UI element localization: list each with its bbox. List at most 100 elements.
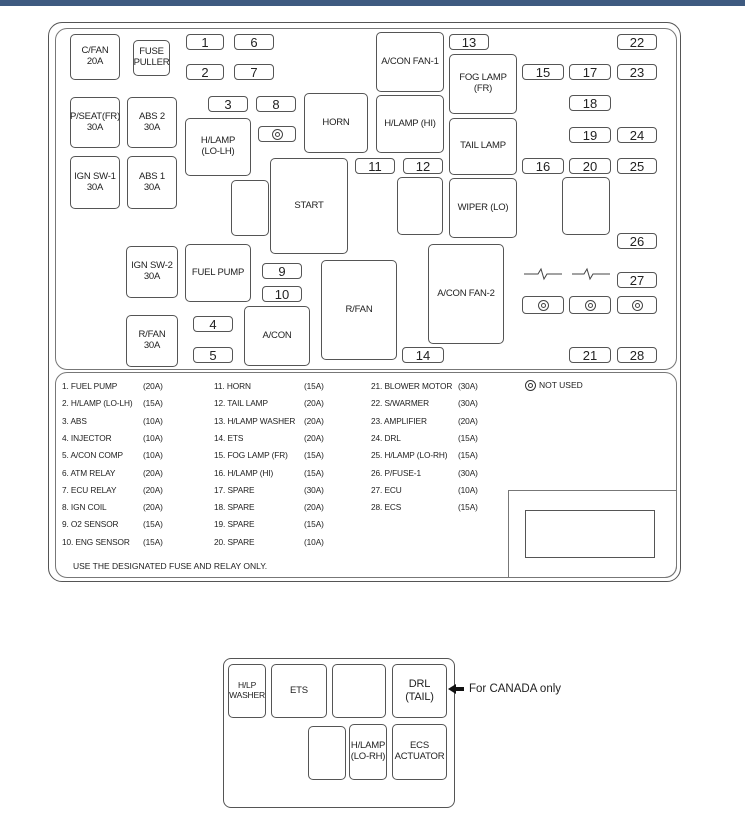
legend-fuse-name: 7. ECU RELAY bbox=[62, 484, 117, 495]
empty-slot-left bbox=[231, 180, 269, 236]
legend-fuse-name: 23. AMPLIFIER bbox=[371, 415, 427, 426]
spare-fuse-icon-1 bbox=[524, 267, 562, 281]
relay-pseat: P/SEAT(FR) 30A bbox=[70, 97, 120, 148]
legend-fuse-amp: (10A) bbox=[143, 450, 163, 461]
fuse-26: 26 bbox=[617, 233, 657, 249]
legend-fuse-name: 14. ETS bbox=[214, 432, 244, 443]
fuse-16: 16 bbox=[522, 158, 564, 174]
relay-abs1: ABS 1 30A bbox=[127, 156, 177, 209]
fuse-24: 24 bbox=[617, 127, 657, 143]
fuse-8: 8 bbox=[256, 96, 296, 112]
top-border bbox=[0, 0, 745, 6]
legend-fuse-amp: (30A) bbox=[458, 381, 478, 391]
not-used-icon bbox=[525, 380, 536, 392]
label-plate bbox=[525, 510, 655, 558]
fuse-1: 1 bbox=[186, 34, 224, 50]
legend-fuse-name: 10. ENG SENSOR bbox=[62, 536, 130, 547]
legend-fuse-name: 3. ABS bbox=[62, 415, 87, 426]
legend-fuse-amp: (20A) bbox=[304, 398, 324, 409]
fuse-19: 19 bbox=[569, 127, 611, 143]
not-used-socket-4 bbox=[617, 296, 657, 314]
relay-hlamp-hi: H/LAMP (HI) bbox=[376, 95, 444, 153]
fuse-13: 13 bbox=[449, 34, 489, 50]
legend-fuse-amp: (10A) bbox=[304, 536, 324, 547]
legend-fuse-amp: (20A) bbox=[143, 381, 163, 391]
fuse-7: 7 bbox=[234, 64, 274, 80]
empty-slot-right bbox=[562, 177, 610, 235]
legend-fuse-amp: (15A) bbox=[458, 450, 478, 461]
legend-fuse-name: 27. ECU bbox=[371, 484, 402, 495]
legend-fuse-name: 21. BLOWER MOTOR bbox=[371, 381, 453, 391]
relay-abs2: ABS 2 30A bbox=[127, 97, 177, 148]
fuse-25: 25 bbox=[617, 158, 657, 174]
legend-fuse-amp: (15A) bbox=[143, 398, 163, 409]
legend-fuse-name: 20. SPARE bbox=[214, 536, 255, 547]
legend-fuse-name: 6. ATM RELAY bbox=[62, 467, 116, 478]
legend-fuse-name: 11. HORN bbox=[214, 381, 251, 391]
legend-fuse-name: 28. ECS bbox=[371, 502, 402, 513]
legend-fuse-amp: (30A) bbox=[458, 467, 478, 478]
fuse-11: 11 bbox=[355, 158, 395, 174]
legend-fuse-amp: (30A) bbox=[458, 398, 478, 409]
fuse-9: 9 bbox=[262, 263, 302, 279]
legend-fuse-amp: (20A) bbox=[143, 467, 163, 478]
relay-acon: A/CON bbox=[244, 306, 310, 366]
legend-footer: USE THE DESIGNATED FUSE AND RELAY ONLY. bbox=[73, 561, 268, 571]
fuse-21: 21 bbox=[569, 347, 611, 363]
legend-fuse-name: 1. FUEL PUMP bbox=[62, 381, 118, 391]
fuse-12: 12 bbox=[403, 158, 443, 174]
fuse-20: 20 bbox=[569, 158, 611, 174]
fuse-6: 6 bbox=[234, 34, 274, 50]
empty-slot-mid bbox=[397, 177, 443, 235]
relay-hlamp-lorh: H/LAMP (LO-RH) bbox=[349, 724, 387, 780]
fuse-28: 28 bbox=[617, 347, 657, 363]
fuse-4: 4 bbox=[193, 316, 233, 332]
arrow-left-icon bbox=[448, 684, 464, 694]
relay-aconfan1: A/CON FAN-1 bbox=[376, 32, 444, 92]
legend-fuse-name: 4. INJECTOR bbox=[62, 432, 112, 443]
relay-horn: HORN bbox=[304, 93, 368, 153]
legend-fuse-amp: (15A) bbox=[143, 536, 163, 547]
legend-fuse-amp: (15A) bbox=[143, 519, 163, 530]
legend-fuse-amp: (15A) bbox=[304, 519, 324, 530]
fuse-18: 18 bbox=[569, 95, 611, 111]
legend-fuse-name: 19. SPARE bbox=[214, 519, 255, 530]
legend-fuse-amp: (15A) bbox=[458, 432, 478, 443]
legend-fuse-amp: (10A) bbox=[143, 415, 163, 426]
empty-slot-canada-1 bbox=[332, 664, 386, 718]
fuse-5: 5 bbox=[193, 347, 233, 363]
canada-note: For CANADA only bbox=[469, 683, 562, 695]
legend-fuse-name: 9. O2 SENSOR bbox=[62, 519, 119, 530]
relay-cfan: C/FAN 20A bbox=[70, 34, 120, 80]
legend-fuse-amp: (20A) bbox=[304, 432, 324, 443]
relay-ignsw2: IGN SW-2 30A bbox=[126, 246, 178, 298]
legend-fuse-name: 8. IGN COIL bbox=[62, 502, 107, 513]
legend-fuse-name: 18. SPARE bbox=[214, 502, 255, 513]
fuse-3: 3 bbox=[208, 96, 248, 112]
legend-fuse-amp: (30A) bbox=[304, 484, 324, 495]
legend-fuse-amp: (15A) bbox=[458, 502, 478, 513]
legend-fuse-name: 25. H/LAMP (LO-RH) bbox=[371, 450, 448, 461]
relay-rfan: R/FAN bbox=[321, 260, 397, 360]
legend-fuse-amp: (20A) bbox=[304, 502, 324, 513]
legend-fuse-name: 2. H/LAMP (LO-LH) bbox=[62, 398, 133, 409]
fuse-22: 22 bbox=[617, 34, 657, 50]
legend-fuse-amp: (20A) bbox=[143, 502, 163, 513]
not-used-note: NOT USED bbox=[525, 380, 583, 392]
fuse-puller: FUSE PULLER bbox=[133, 40, 170, 76]
legend-fuse-amp: (20A) bbox=[143, 484, 163, 495]
legend-area bbox=[55, 372, 677, 578]
relay-drl: DRL (TAIL) bbox=[392, 664, 447, 718]
fuse-2: 2 bbox=[186, 64, 224, 80]
label-frame bbox=[508, 490, 677, 578]
relay-ignsw1: IGN SW-1 30A bbox=[70, 156, 120, 209]
legend-fuse-name: 5. A/CON COMP bbox=[62, 450, 123, 461]
fuse-14: 14 bbox=[402, 347, 444, 363]
legend-fuse-amp: (20A) bbox=[458, 415, 478, 426]
relay-fuelpump: FUEL PUMP bbox=[185, 244, 251, 302]
relay-taillamp: TAIL LAMP bbox=[449, 118, 517, 175]
relay-ets: ETS bbox=[271, 664, 327, 718]
legend-fuse-name: 24. DRL bbox=[371, 432, 401, 443]
empty-slot-canada-2 bbox=[308, 726, 346, 780]
legend-fuse-amp: (10A) bbox=[143, 432, 163, 443]
